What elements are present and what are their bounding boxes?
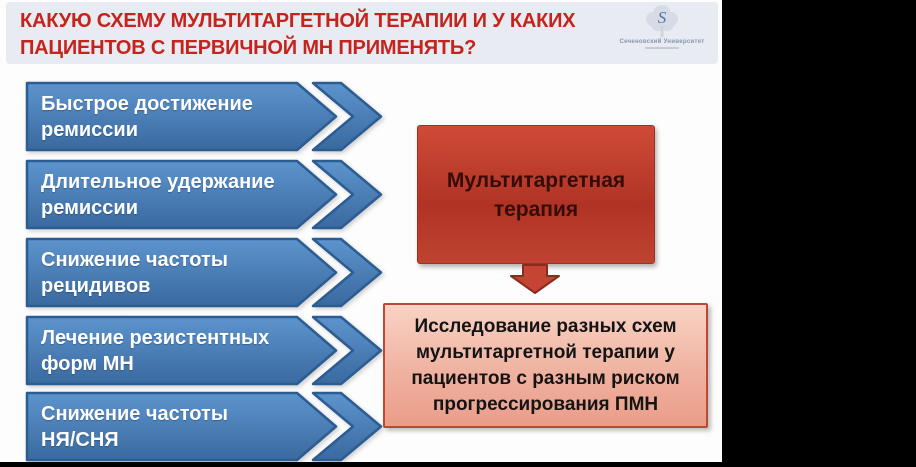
logo-monogram: S [658, 8, 667, 27]
chevron-arrow-icon [25, 159, 383, 230]
goal-item-4: Лечение резистентных форм МН [25, 315, 385, 386]
goal-label: Снижение частоты НЯ/СНЯ [41, 402, 228, 451]
down-arrow-icon [510, 264, 560, 294]
header-band [6, 2, 718, 64]
logo-subline [645, 47, 679, 49]
chevron-arrow-icon [25, 237, 383, 308]
page-title-line1: КАКУЮ СХЕМУ МУЛЬТИТАРГЕТНОЙ ТЕРАПИИ И У … [20, 10, 576, 32]
goal-label: Лечение резистентных форм МН [41, 326, 270, 375]
goal-item-1: Быстрое достижение ремиссии [25, 81, 385, 152]
research-box-line1: Исследование разных схем [414, 315, 677, 337]
goal-item-5: Снижение частоты НЯ/СНЯ [25, 391, 385, 462]
page-title-line2: ПАЦИЕНТОВ С ПЕРВИЧНОЙ МН ПРИМЕНЯТЬ? [20, 37, 477, 59]
goal-item-3: Снижение частоты рецидивов [25, 237, 385, 308]
goal-label: Быстрое достижение ремиссии [41, 92, 253, 141]
goal-label: Длительное удержание ремиссии [41, 170, 275, 219]
therapy-box: Мультитаргетная терапия [417, 125, 655, 264]
therapy-box-line1: Мультитаргетная [446, 168, 626, 192]
research-box-line2: мультитаргетной терапии у [416, 341, 675, 363]
university-logo: S Сеченовский Университет [616, 4, 708, 62]
letterbox-bottom [0, 462, 722, 467]
letterbox-right [722, 0, 916, 467]
presentation-slide: КАКУЮ СХЕМУ МУЛЬТИТАРГЕТНОЙ ТЕРАПИИ И У … [0, 0, 722, 462]
chevron-arrow-icon [25, 81, 383, 152]
research-box-line3: пациентов с разным риском [411, 367, 680, 389]
therapy-box-line2: терапия [493, 197, 579, 221]
chevron-arrow-icon [25, 391, 383, 462]
research-box: Исследование разных схем мультитаргетной… [383, 303, 708, 428]
goal-item-2: Длительное удержание ремиссии [25, 159, 385, 230]
goal-label: Снижение частоты рецидивов [41, 248, 228, 297]
research-box-line4: прогрессирования ПМН [432, 393, 659, 415]
chevron-arrow-icon [25, 315, 383, 386]
page-title: КАКУЮ СХЕМУ МУЛЬТИТАРГЕТНОЙ ТЕРАПИИ И У … [20, 8, 610, 62]
tree-icon: S [646, 5, 678, 37]
logo-org-name: Сеченовский Университет [619, 39, 705, 45]
